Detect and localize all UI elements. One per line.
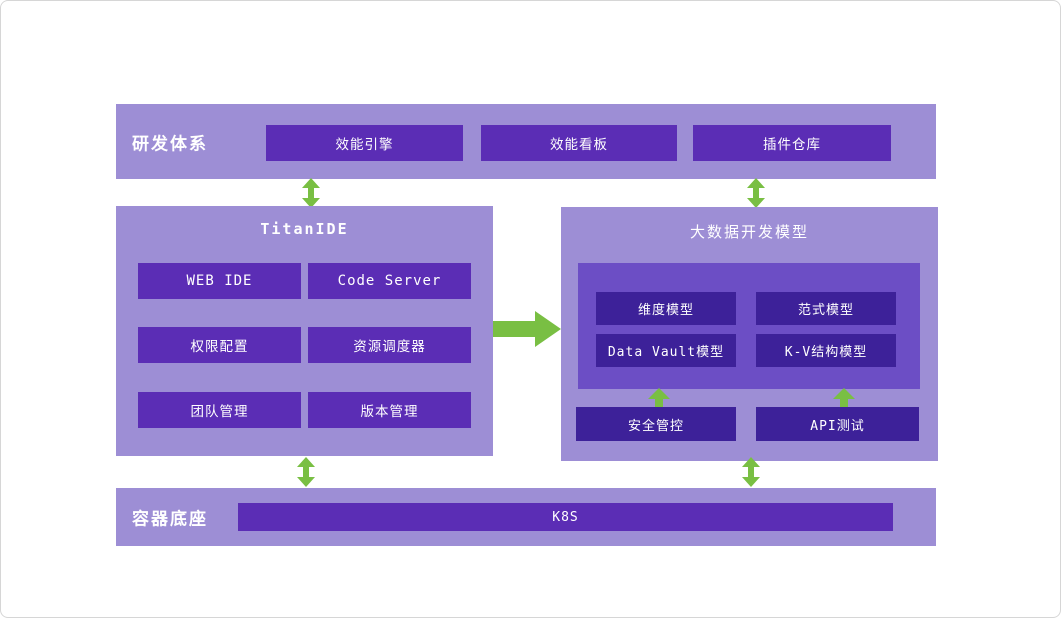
k8s-bar: K8S [238,503,893,531]
rd-system-band: 研发体系 效能引擎 效能看板 插件仓库 [116,104,936,179]
up-arrow-security-icon [648,388,670,407]
security-control-block: 安全管控 [576,407,736,441]
resource-scheduler-block: 资源调度器 [308,327,471,363]
titan-ide-box: TitanIDE WEB IDE Code Server 权限配置 资源调度器 … [116,206,493,456]
paradigm-model-block: 范式模型 [756,292,896,325]
efficiency-engine-block: 效能引擎 [266,125,463,161]
bigdata-model-box: 大数据开发模型 维度模型 范式模型 Data Vault模型 K-V结构模型 安… [561,207,938,461]
team-management-block: 团队管理 [138,392,301,428]
dimension-model-block: 维度模型 [596,292,736,325]
container-base-band: 容器底座 K8S [116,488,936,546]
container-base-title: 容器底座 [132,509,208,529]
double-arrow-top-left-icon [301,178,321,208]
double-arrow-bottom-right-icon [741,457,761,487]
up-arrow-api-icon [833,388,855,407]
permission-config-block: 权限配置 [138,327,301,363]
right-arrow-icon [493,311,561,347]
data-vault-model-block: Data Vault模型 [596,334,736,367]
api-test-block: API测试 [756,407,919,441]
double-arrow-top-right-icon [746,178,766,208]
web-ide-block: WEB IDE [138,263,301,299]
titan-ide-title: TitanIDE [260,220,349,238]
bigdata-model-panel: 维度模型 范式模型 Data Vault模型 K-V结构模型 [578,263,920,389]
version-management-block: 版本管理 [308,392,471,428]
kv-structure-model-block: K-V结构模型 [756,334,896,367]
double-arrow-bottom-left-icon [296,457,316,487]
plugin-repo-block: 插件仓库 [693,125,891,161]
rd-system-title: 研发体系 [132,134,208,153]
code-server-block: Code Server [308,263,471,299]
bigdata-model-title: 大数据开发模型 [689,224,809,241]
efficiency-board-block: 效能看板 [481,125,677,161]
